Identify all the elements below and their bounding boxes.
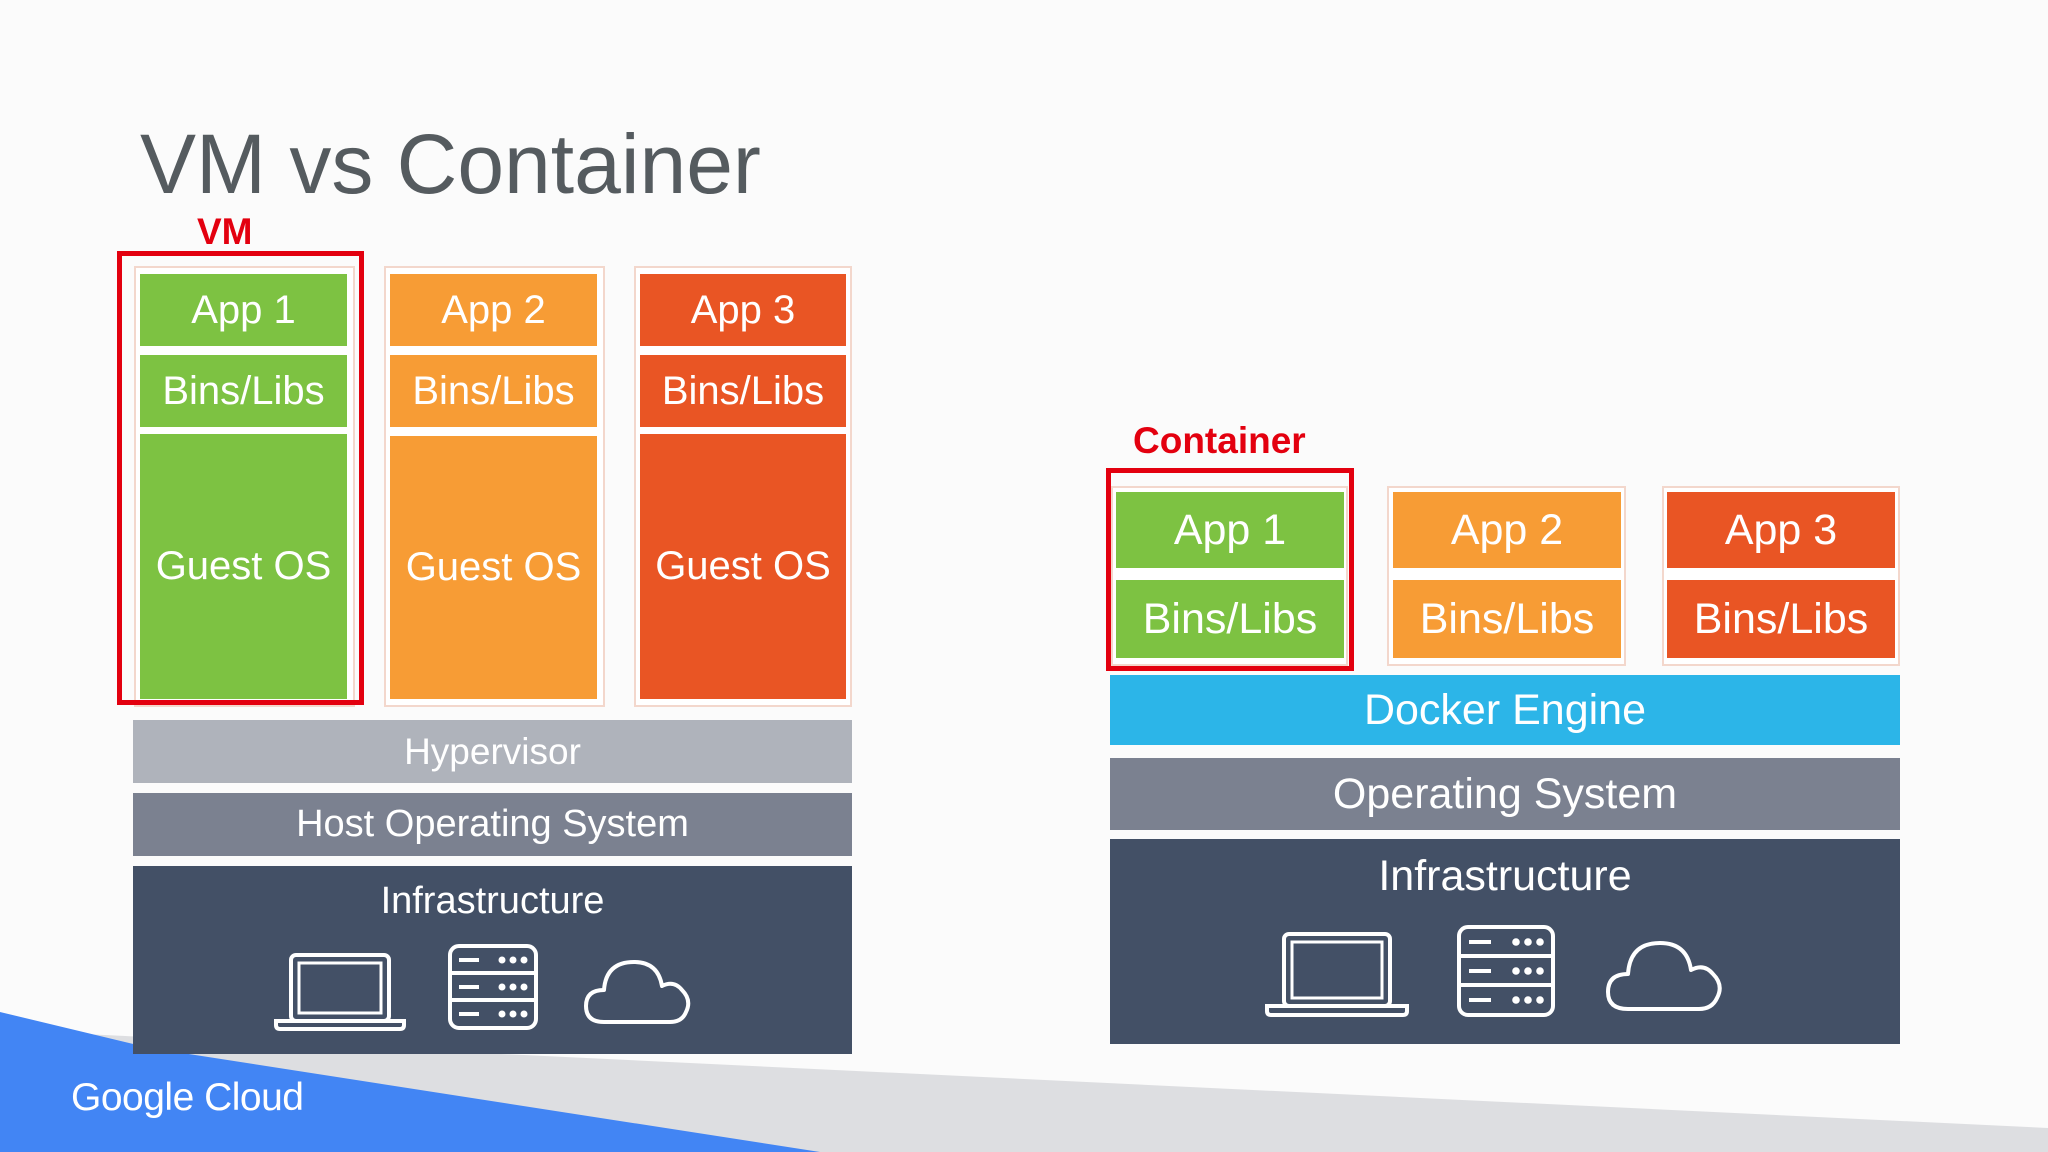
container-infrastructure-label: Infrastructure: [1378, 852, 1632, 900]
container-app-3: App 3: [1667, 492, 1895, 568]
vm-app-2: App 2: [390, 274, 597, 346]
vm-guest-os-3: Guest OS: [640, 434, 846, 699]
container-app-1: App 1: [1116, 492, 1344, 568]
container-highlight-box: [1106, 468, 1354, 671]
vm-infrastructure-layer: Infrastructure: [133, 866, 852, 1054]
vm-bins-3: Bins/Libs: [640, 355, 846, 427]
vm-bins-2: Bins/Libs: [390, 355, 597, 427]
google-cloud-logo: Google Cloud: [71, 1076, 304, 1119]
hypervisor-layer: Hypervisor: [133, 720, 852, 783]
vm-highlight-box: [117, 251, 364, 705]
container-bins-2: Bins/Libs: [1393, 580, 1621, 658]
container-label: Container: [1133, 420, 1306, 461]
server-icon: [446, 942, 540, 1032]
container-bins-1: Bins/Libs: [1116, 580, 1344, 658]
vm-label: VM: [197, 211, 253, 252]
laptop-icon: [273, 950, 407, 1032]
vm-bins-1: Bins/Libs: [140, 355, 347, 427]
operating-system-layer: Operating System: [1110, 758, 1900, 830]
container-app-2: App 2: [1393, 492, 1621, 568]
docker-engine-layer: Docker Engine: [1110, 675, 1900, 745]
cloud-icon: [1604, 935, 1726, 1015]
page-title: VM vs Container: [140, 117, 761, 211]
laptop-icon: [1264, 929, 1410, 1019]
vm-app-1: App 1: [140, 274, 347, 346]
vm-guest-os-1: Guest OS: [140, 434, 347, 699]
host-os-layer: Host Operating System: [133, 793, 852, 856]
vm-infrastructure-label: Infrastructure: [380, 880, 605, 922]
container-bins-3: Bins/Libs: [1667, 580, 1895, 658]
server-icon: [1455, 923, 1557, 1019]
cloud-icon: [582, 954, 694, 1028]
vm-guest-os-2: Guest OS: [390, 436, 597, 699]
vm-app-3: App 3: [640, 274, 846, 346]
container-infrastructure-layer: Infrastructure: [1110, 839, 1900, 1044]
